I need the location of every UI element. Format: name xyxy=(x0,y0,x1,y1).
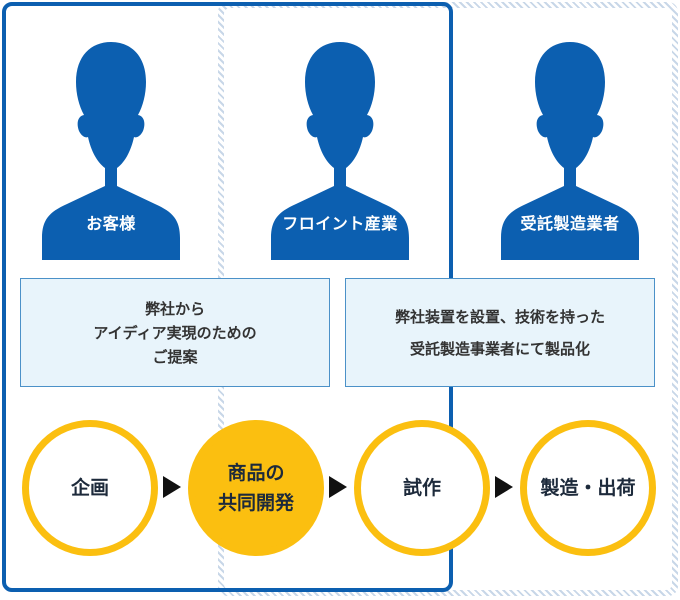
step-label: 共同開発 xyxy=(217,492,294,514)
step-manufacturing-shipping: 製造・出荷 xyxy=(520,420,656,556)
step-label: 商品の xyxy=(227,462,285,484)
person-label: フロイント産業 xyxy=(282,214,398,233)
arrow-right-icon xyxy=(329,476,347,498)
person-label: お客様 xyxy=(86,214,136,233)
proposal-note: 弊社から アイディア実現のための ご提案 xyxy=(20,278,330,387)
person-label: 受託製造業者 xyxy=(520,214,620,233)
person-silhouette-icon xyxy=(271,42,409,260)
person-freund: フロイント産業 xyxy=(265,38,415,260)
note-line: 弊社装置を設置、技術を持った xyxy=(394,307,605,326)
arrow-right-icon xyxy=(163,476,181,498)
person-customer: お客様 xyxy=(36,38,186,260)
person-contract-manufacturer: 受託製造業者 xyxy=(495,38,645,260)
arrow-right-icon xyxy=(495,476,513,498)
step-planning: 企画 xyxy=(22,420,158,556)
manufacturing-note: 弊社装置を設置、技術を持った 受託製造事業者にて製品化 xyxy=(345,278,655,387)
step-prototype: 試作 xyxy=(354,420,490,556)
step-co-development: 商品の 共同開発 xyxy=(188,420,324,556)
note-line: 受託製造事業者にて製品化 xyxy=(409,339,590,358)
person-silhouette-icon xyxy=(42,42,180,260)
note-line: アイディア実現のための xyxy=(93,323,257,342)
step-label: 企画 xyxy=(70,477,109,499)
step-label: 製造・出荷 xyxy=(540,477,636,499)
note-line: ご提案 xyxy=(152,347,198,366)
step-label: 試作 xyxy=(402,477,441,499)
note-line: 弊社から xyxy=(144,299,205,318)
person-silhouette-icon xyxy=(501,42,639,260)
